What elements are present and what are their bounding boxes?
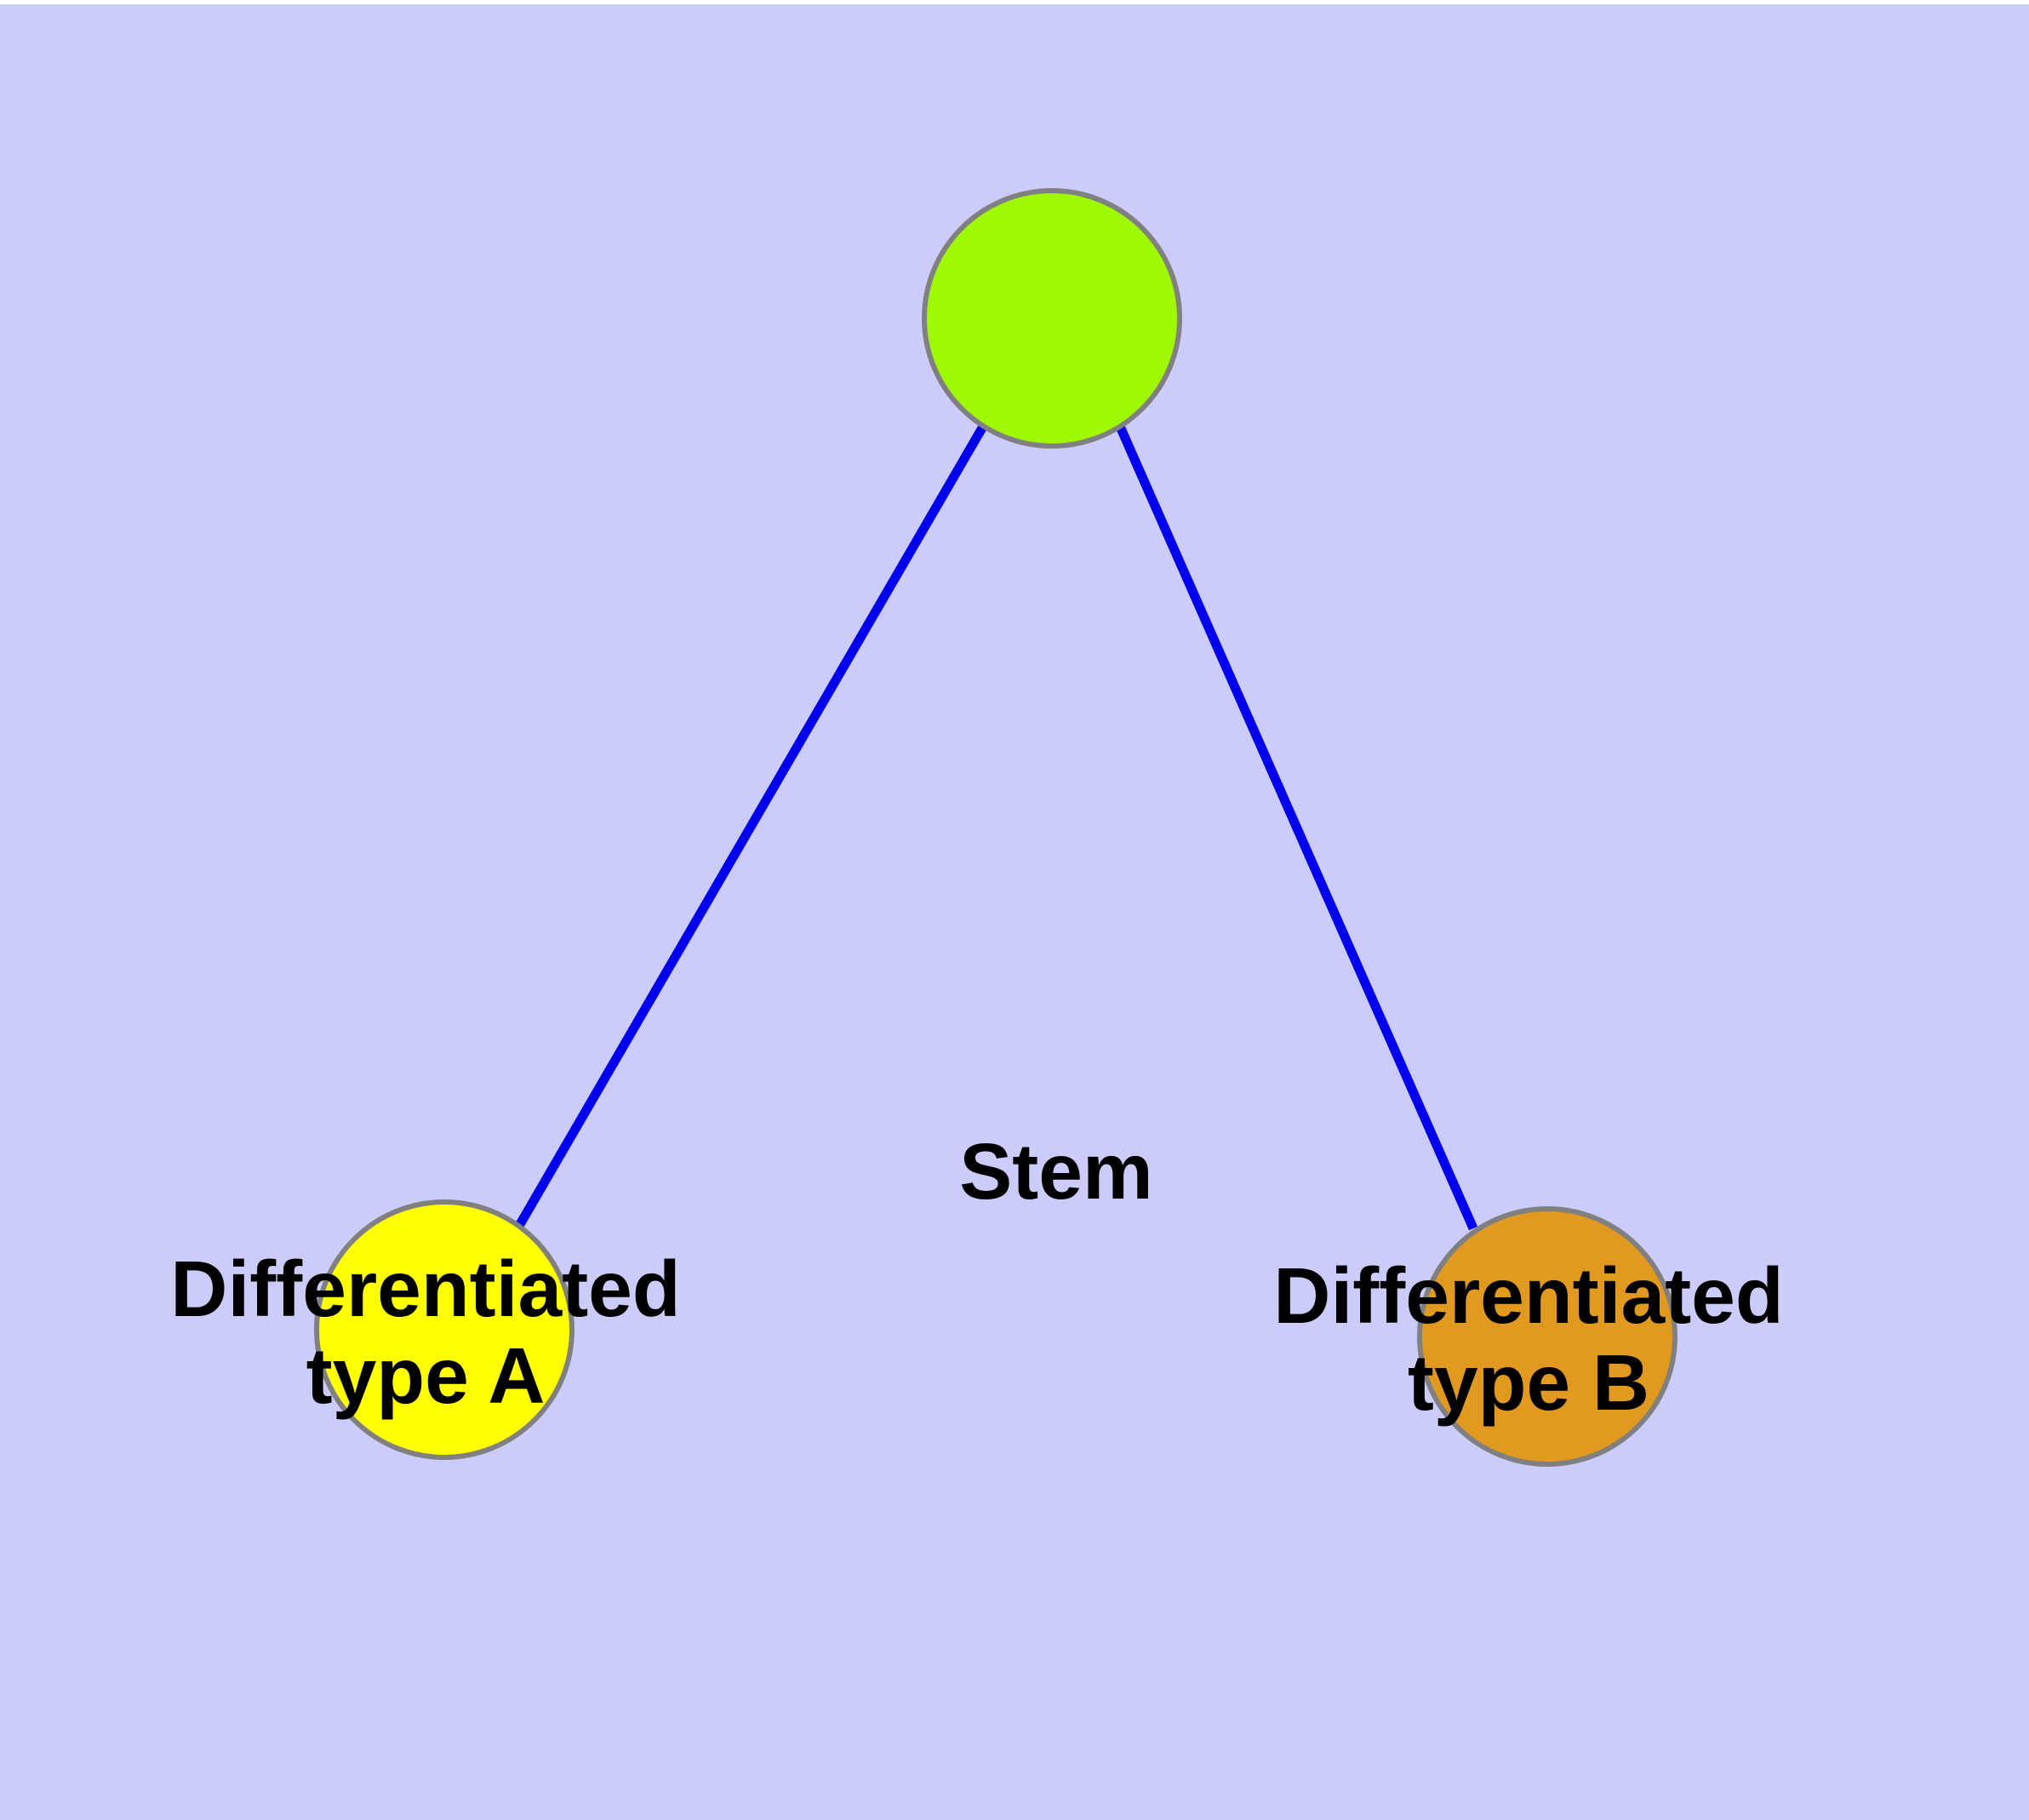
node-circle-diff-b[interactable] [1417,1206,1677,1467]
node-label-line: type B [1408,1338,1649,1427]
node-label-line: Differentiated [170,1245,680,1333]
node-label-line: Stem [959,1127,1152,1216]
node-circle-diff-a[interactable] [314,1199,574,1460]
node-label-stem: Stem [959,1127,1152,1216]
node-label-line: type A [306,1331,546,1420]
node-label-line: Differentiated [1273,1251,1783,1340]
edges-group [509,424,1478,1239]
nodes-group [314,188,1677,1467]
edge-stem-to-diff-b[interactable] [1115,424,1478,1231]
node-circle-stem[interactable] [922,188,1182,449]
edge-stem-to-diff-a[interactable] [509,424,987,1239]
